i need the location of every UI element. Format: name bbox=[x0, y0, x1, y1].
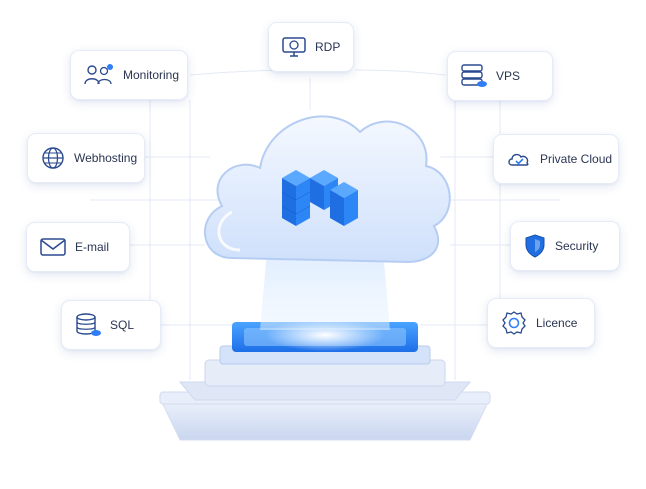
service-label-vps: VPS bbox=[496, 69, 521, 83]
remote-desktop-monitor-icon bbox=[281, 34, 307, 60]
service-label-email: E-mail bbox=[75, 240, 110, 254]
shield-icon bbox=[523, 233, 547, 259]
service-card-private-cloud[interactable]: Private Cloud bbox=[493, 134, 619, 184]
service-card-rdp[interactable]: RDP bbox=[268, 22, 354, 72]
service-label-private-cloud: Private Cloud bbox=[540, 152, 613, 166]
service-label-security: Security bbox=[555, 239, 599, 253]
cloud-logo-icon bbox=[281, 170, 358, 226]
envelope-icon bbox=[39, 236, 67, 258]
gear-badge-icon bbox=[500, 309, 528, 337]
service-card-sql[interactable]: SQL bbox=[61, 300, 161, 350]
service-label-sql: SQL bbox=[110, 318, 135, 332]
service-label-rdp: RDP bbox=[315, 40, 341, 54]
platform-stack bbox=[159, 319, 491, 441]
globe-icon bbox=[40, 145, 66, 171]
database-icon bbox=[74, 312, 102, 338]
service-label-licence: Licence bbox=[536, 316, 578, 330]
team-monitoring-icon bbox=[83, 62, 115, 88]
service-card-security[interactable]: Security bbox=[510, 221, 620, 271]
service-card-monitoring[interactable]: Monitoring bbox=[70, 50, 188, 100]
service-label-webhosting: Webhosting bbox=[74, 151, 138, 165]
cloud-check-icon bbox=[506, 148, 532, 170]
service-card-webhosting[interactable]: Webhosting bbox=[27, 133, 145, 183]
service-card-licence[interactable]: Licence bbox=[487, 298, 595, 348]
light-beam bbox=[260, 240, 390, 330]
service-card-vps[interactable]: VPS bbox=[447, 51, 553, 101]
service-card-email[interactable]: E-mail bbox=[26, 222, 130, 272]
database-server-icon bbox=[460, 63, 488, 89]
service-label-monitoring: Monitoring bbox=[123, 68, 180, 82]
